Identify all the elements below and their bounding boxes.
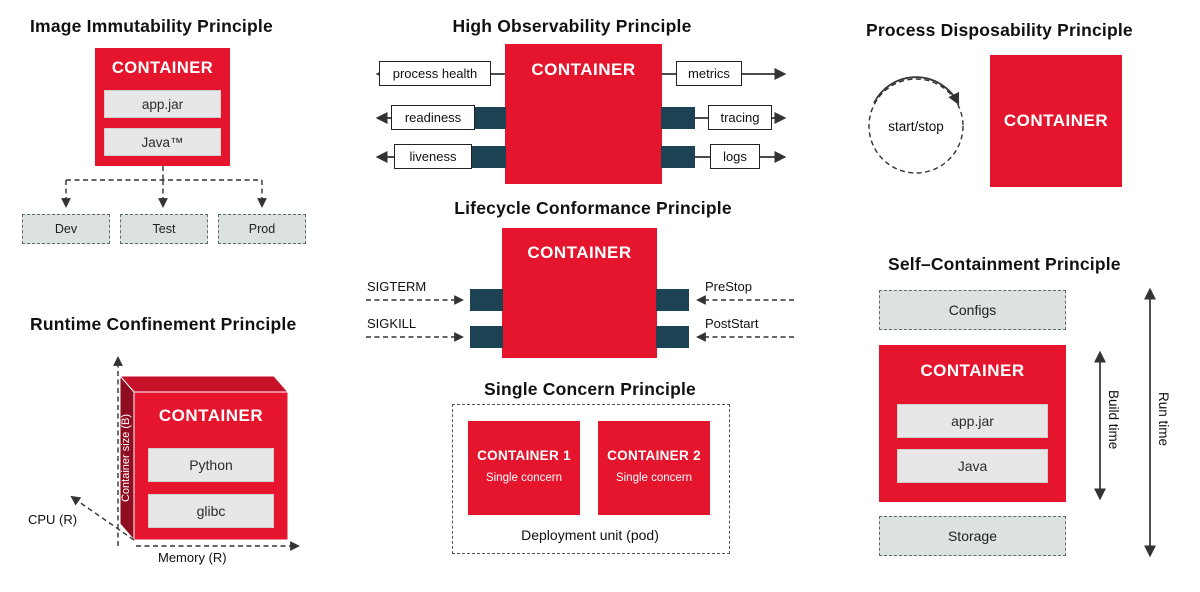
readiness-port-block (472, 107, 506, 129)
single-concern-container-2: CONTAINER 2 Single concern (598, 421, 710, 515)
signal-logs: logs (710, 144, 760, 169)
cycle-dashed-circle (868, 78, 964, 174)
signal-tracing: tracing (708, 105, 772, 130)
poststart-port-block (656, 326, 689, 348)
disposability-container: CONTAINER (990, 55, 1122, 187)
layer-java: Java™ (104, 128, 221, 156)
title-single-concern: Single Concern Principle (484, 379, 696, 399)
env-prod: Prod (218, 214, 306, 244)
title-self-containment: Self–Containment Principle (888, 254, 1121, 274)
logs-port-block (661, 146, 695, 168)
sigkill-label: SIGKILL (367, 316, 417, 331)
storage-box: Storage (879, 516, 1066, 556)
signal-process-health: process health (379, 61, 491, 86)
sigterm-port-block (470, 289, 503, 311)
container-title: CONTAINER (1003, 111, 1109, 130)
layer-app-jar: app.jar (104, 90, 221, 118)
axis-size-label: Container size (B) (120, 413, 132, 503)
liveness-port-block (472, 146, 506, 168)
observability-container: CONTAINER (505, 44, 662, 184)
container-title: CONTAINER 1 (477, 448, 571, 463)
container-title: CONTAINER (531, 60, 636, 79)
signal-readiness: readiness (391, 105, 475, 130)
pod-label: Deployment unit (pod) (521, 527, 659, 543)
immutability-container: CONTAINER app.jar Java™ (95, 48, 230, 166)
sigkill-port-block (470, 326, 503, 348)
title-lifecycle-conformance: Lifecycle Conformance Principle (454, 198, 732, 218)
prestop-port-block (656, 289, 689, 311)
axis-cpu-arrow (70, 495, 135, 541)
title-image-immutability: Image Immutability Principle (30, 16, 273, 36)
concern-label: Single concern (615, 472, 693, 484)
title-high-observability: High Observability Principle (452, 16, 692, 36)
container-title: CONTAINER (527, 243, 632, 262)
self-containment-container: CONTAINER app.jar Java (879, 345, 1066, 502)
layer-java: Java (897, 449, 1048, 483)
poststart-label: PostStart (705, 316, 759, 331)
immutability-branch-line (66, 166, 262, 181)
configs-box: Configs (879, 290, 1066, 330)
prestop-label: PreStop (705, 279, 752, 294)
signal-liveness: liveness (394, 144, 472, 169)
pod-boundary (452, 404, 730, 554)
title-process-disposability: Process Disposability Principle (866, 20, 1133, 40)
container-title: CONTAINER (111, 59, 214, 77)
layer-glibc: glibc (148, 494, 274, 528)
axis-cpu-label: CPU (R) (28, 512, 78, 527)
single-concern-container-1: CONTAINER 1 Single concern (468, 421, 580, 515)
tracing-port-block (661, 107, 695, 129)
signal-metrics: metrics (676, 61, 742, 86)
lifecycle-container: CONTAINER (502, 228, 657, 358)
box-top-face (118, 375, 290, 393)
run-time-label: Run time (1156, 392, 1171, 447)
container-title: CONTAINER 2 (607, 448, 701, 463)
build-time-label: Build time (1106, 390, 1121, 450)
cycle-arrow-icon (873, 76, 960, 106)
dashed-connectors (61, 78, 964, 551)
title-runtime-confinement: Runtime Confinement Principle (30, 314, 297, 334)
env-test: Test (120, 214, 208, 244)
env-dev: Dev (22, 214, 110, 244)
layer-python: Python (148, 448, 274, 482)
concern-label: Single concern (485, 472, 563, 484)
start-stop-label: start/stop (888, 119, 944, 134)
container-title: CONTAINER (158, 406, 264, 425)
sigterm-label: SIGTERM (367, 279, 427, 294)
layer-app-jar: app.jar (897, 404, 1048, 438)
container-title: CONTAINER (920, 361, 1025, 380)
axis-memory-label: Memory (R) (158, 550, 227, 565)
